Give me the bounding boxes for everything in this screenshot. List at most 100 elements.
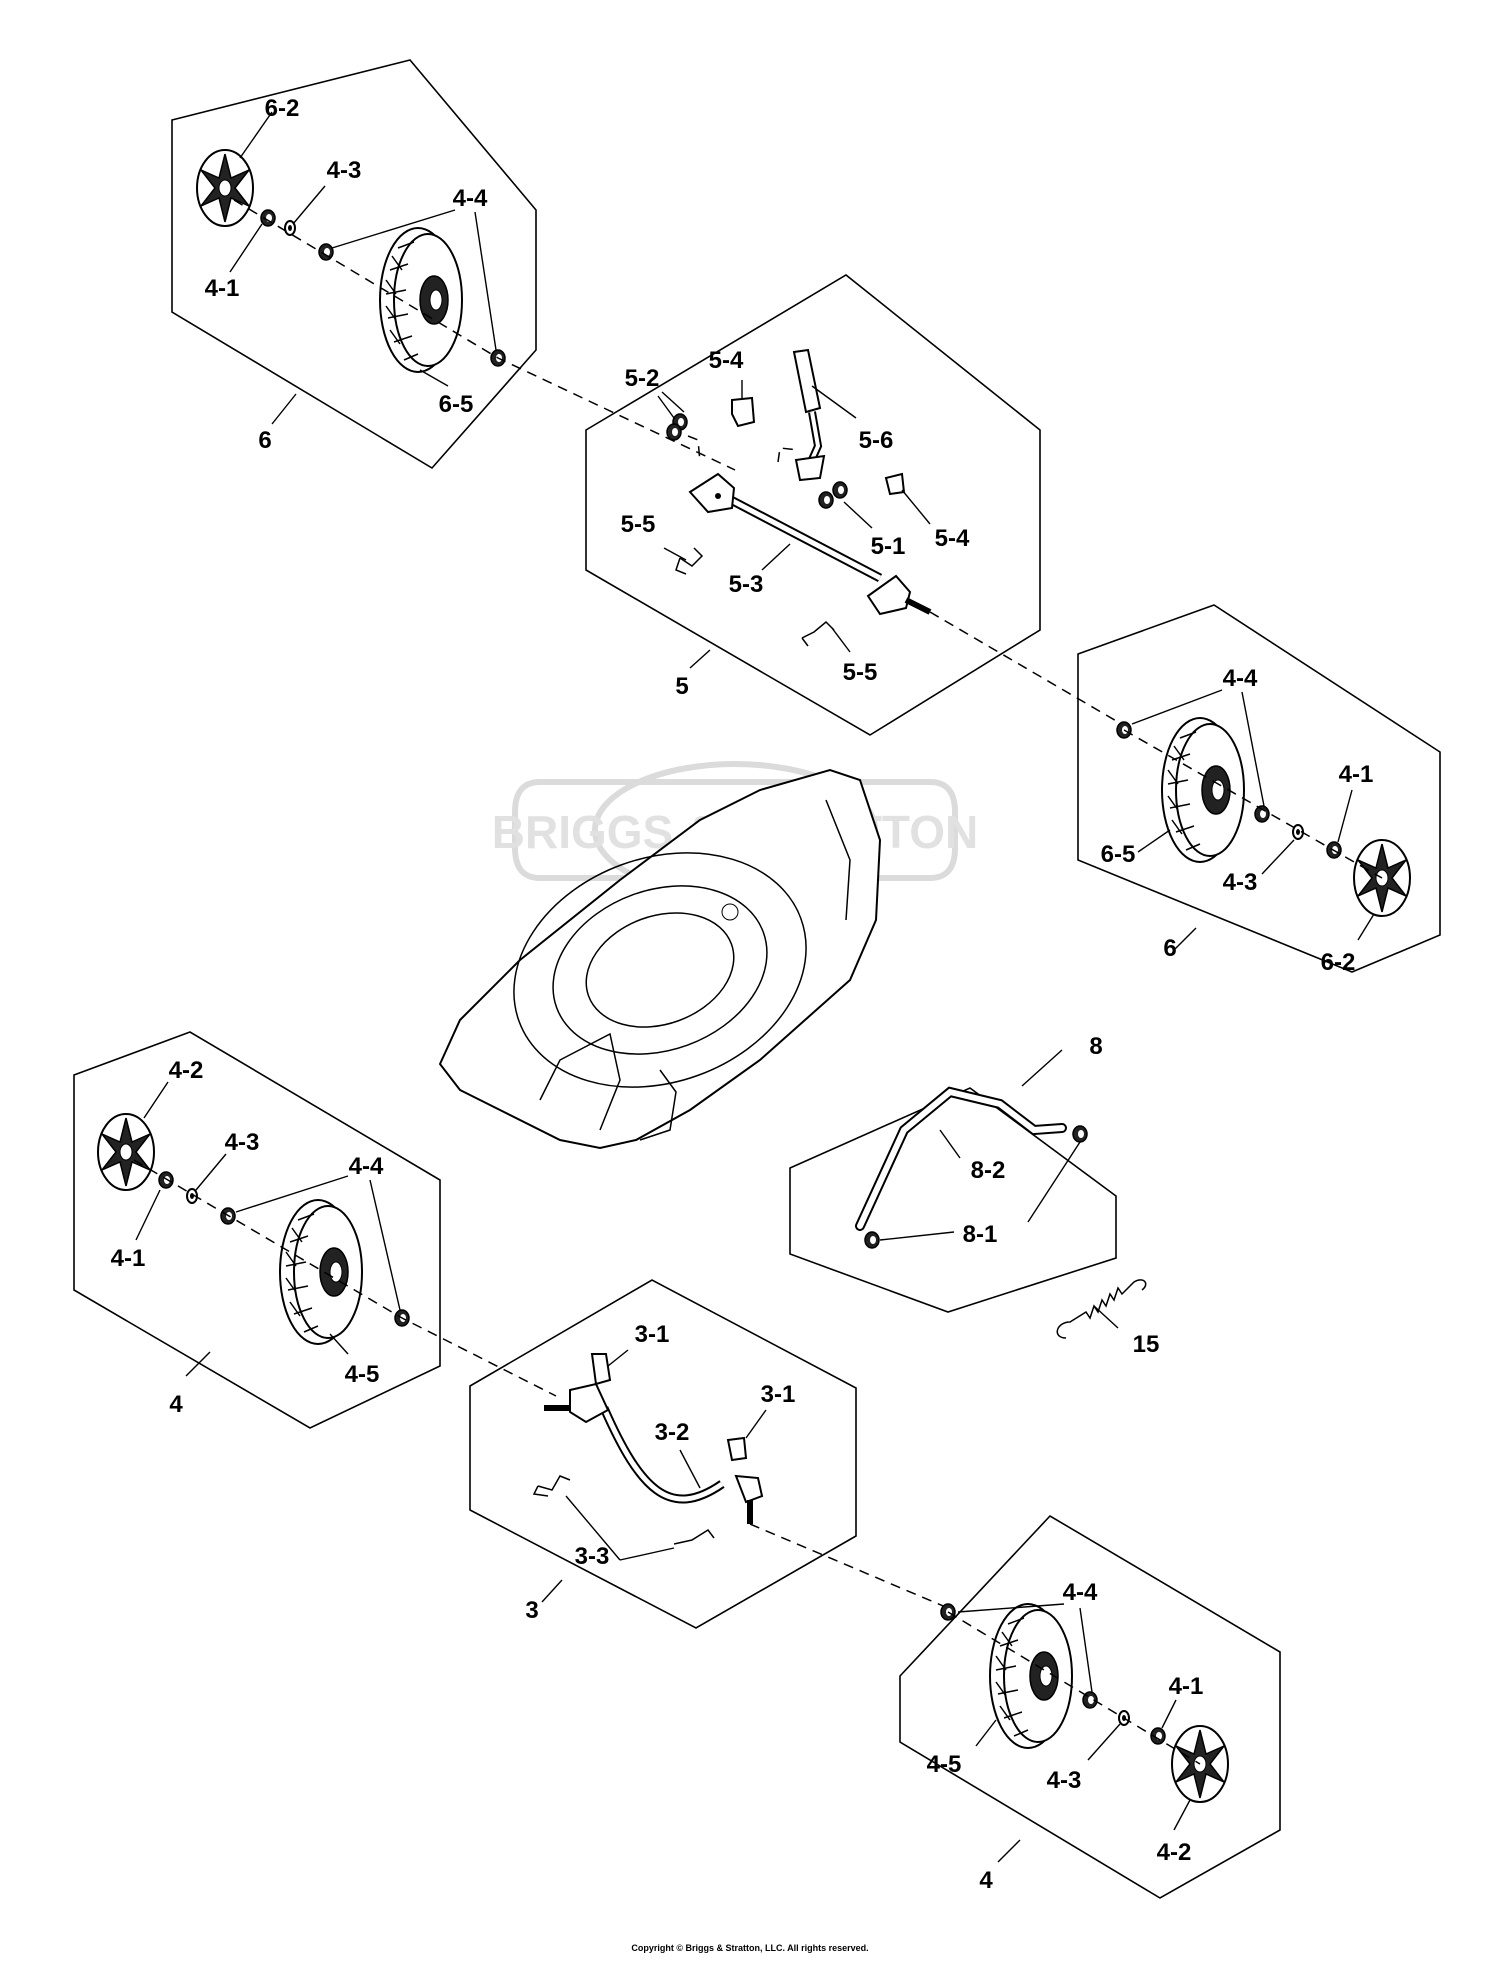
leader-line	[607, 1349, 629, 1367]
leader-line	[235, 1175, 401, 1311]
spring-icon	[1056, 1279, 1147, 1339]
nut-icon	[158, 1171, 174, 1189]
callout-5-1: 5-1	[871, 533, 906, 560]
callout-4-5: 4-5	[345, 1361, 380, 1388]
axle-centerline	[749, 1523, 949, 1609]
leader-line	[541, 1579, 563, 1603]
callout-3-3: 3-3	[575, 1543, 610, 1570]
leader-line	[663, 547, 687, 561]
bracket-icon	[734, 1474, 764, 1504]
callout-4-2: 4-2	[169, 1057, 204, 1084]
clip-icon	[590, 1353, 612, 1386]
callout-6-2: 6-2	[265, 95, 300, 122]
callout-6-5: 6-5	[1101, 841, 1136, 868]
group-label-6: 6	[258, 427, 271, 454]
callout-4-3: 4-3	[1223, 869, 1258, 896]
bolt-icon	[666, 423, 682, 441]
leader-line	[271, 393, 297, 425]
nut-icon	[832, 481, 848, 499]
callout-4-3: 4-3	[225, 1129, 260, 1156]
leader-line	[185, 1351, 211, 1377]
callout-4-1: 4-1	[205, 275, 240, 302]
leader-line	[957, 1603, 1093, 1693]
callout-5-5: 5-5	[843, 659, 878, 686]
callout-4-4: 4-4	[453, 185, 488, 212]
group-frame	[73, 1031, 441, 1429]
copyright-notice: Copyright © Briggs & Stratton, LLC. All …	[631, 1943, 869, 1953]
spring-icon	[532, 1475, 571, 1497]
leader-line	[975, 1719, 997, 1747]
mower-deck	[438, 768, 882, 1150]
leader-line	[1357, 913, 1375, 941]
leader-line	[1027, 1141, 1081, 1223]
axle-centerline	[133, 1159, 557, 1397]
leader-line	[1093, 1305, 1119, 1329]
deck-body	[438, 768, 882, 1150]
clip-icon	[726, 1436, 748, 1462]
bracket-icon	[688, 472, 736, 514]
wheel-icon	[989, 1603, 1073, 1749]
assembly-group-4-left: 4-2 4-3 4-4 4-1 4-5 4	[73, 1031, 557, 1429]
spring-icon	[801, 620, 835, 647]
group-frame	[899, 1514, 1281, 1899]
wheel-icon	[1161, 717, 1245, 863]
callout-6-5: 6-5	[439, 391, 474, 418]
spring-icon	[675, 547, 704, 575]
wheel-icon	[379, 227, 463, 373]
leader-line	[761, 543, 791, 571]
assembly-group-8: 8 8-2 8-1 15	[789, 1033, 1160, 1358]
callout-8-1: 8-1	[963, 1221, 998, 1248]
callout-4-1: 4-1	[1339, 761, 1374, 788]
group-frame	[469, 1279, 857, 1629]
leader-line	[1337, 789, 1353, 843]
callout-4-1: 4-1	[111, 1245, 146, 1272]
leader-line	[329, 1333, 349, 1355]
group-label-3: 3	[525, 1597, 538, 1624]
callout-8-2: 8-2	[971, 1157, 1006, 1184]
leader-line	[292, 185, 326, 225]
callout-5-4: 5-4	[709, 347, 744, 374]
callout-5-3: 5-3	[729, 571, 764, 598]
group-label-4: 4	[169, 1391, 183, 1418]
lever-handle-icon	[792, 348, 822, 414]
callout-3-2: 3-2	[655, 1419, 690, 1446]
leader-line	[1173, 927, 1197, 951]
leader-line	[1173, 1799, 1191, 1831]
leader-line	[195, 1153, 227, 1191]
callout-15: 15	[1133, 1331, 1160, 1358]
leader-line	[1087, 1723, 1121, 1761]
wheel-icon	[279, 1199, 363, 1345]
nut-icon	[818, 491, 834, 509]
hubcap-icon	[196, 149, 254, 227]
bracket-icon	[866, 574, 912, 616]
leader-line	[901, 489, 931, 525]
bracket-icon	[569, 1382, 610, 1424]
callout-4-5: 4-5	[927, 1751, 962, 1778]
leader-line	[1261, 839, 1295, 875]
callout-3-1: 3-1	[635, 1321, 670, 1348]
assembly-group-5: 5-4 5-2 5-6 5-5 5-1 5-4 5-3 5-5 5	[585, 274, 1119, 736]
nut-icon	[318, 243, 334, 261]
lever-plate-icon	[794, 454, 826, 482]
clip-icon	[884, 472, 906, 496]
assembly-group-4-bottom: 4-4 4-1 4-5 4-3 4-2 4	[899, 1514, 1281, 1899]
axle-centerline	[947, 1611, 1201, 1765]
callout-3-1: 3-1	[761, 1381, 796, 1408]
leader-line	[1131, 689, 1265, 807]
group-label-4: 4	[979, 1867, 993, 1894]
axle-centerline	[929, 611, 1119, 723]
leader-line	[1161, 1699, 1177, 1729]
axle-centerline	[233, 199, 736, 471]
group-frame	[1077, 604, 1441, 973]
group-label-5: 5	[675, 673, 688, 700]
group-frame	[171, 59, 537, 470]
callout-5-5: 5-5	[621, 511, 656, 538]
group-label-6: 6	[1163, 935, 1176, 962]
leader-line	[997, 1839, 1021, 1863]
axle-centerline	[1123, 729, 1383, 879]
leader-line	[229, 223, 263, 273]
deck-rim	[513, 852, 807, 1088]
leader-line	[679, 1449, 701, 1489]
assembly-group-6-top: 6-2 4-3 4-4 4-1 6-5 6	[171, 59, 736, 471]
